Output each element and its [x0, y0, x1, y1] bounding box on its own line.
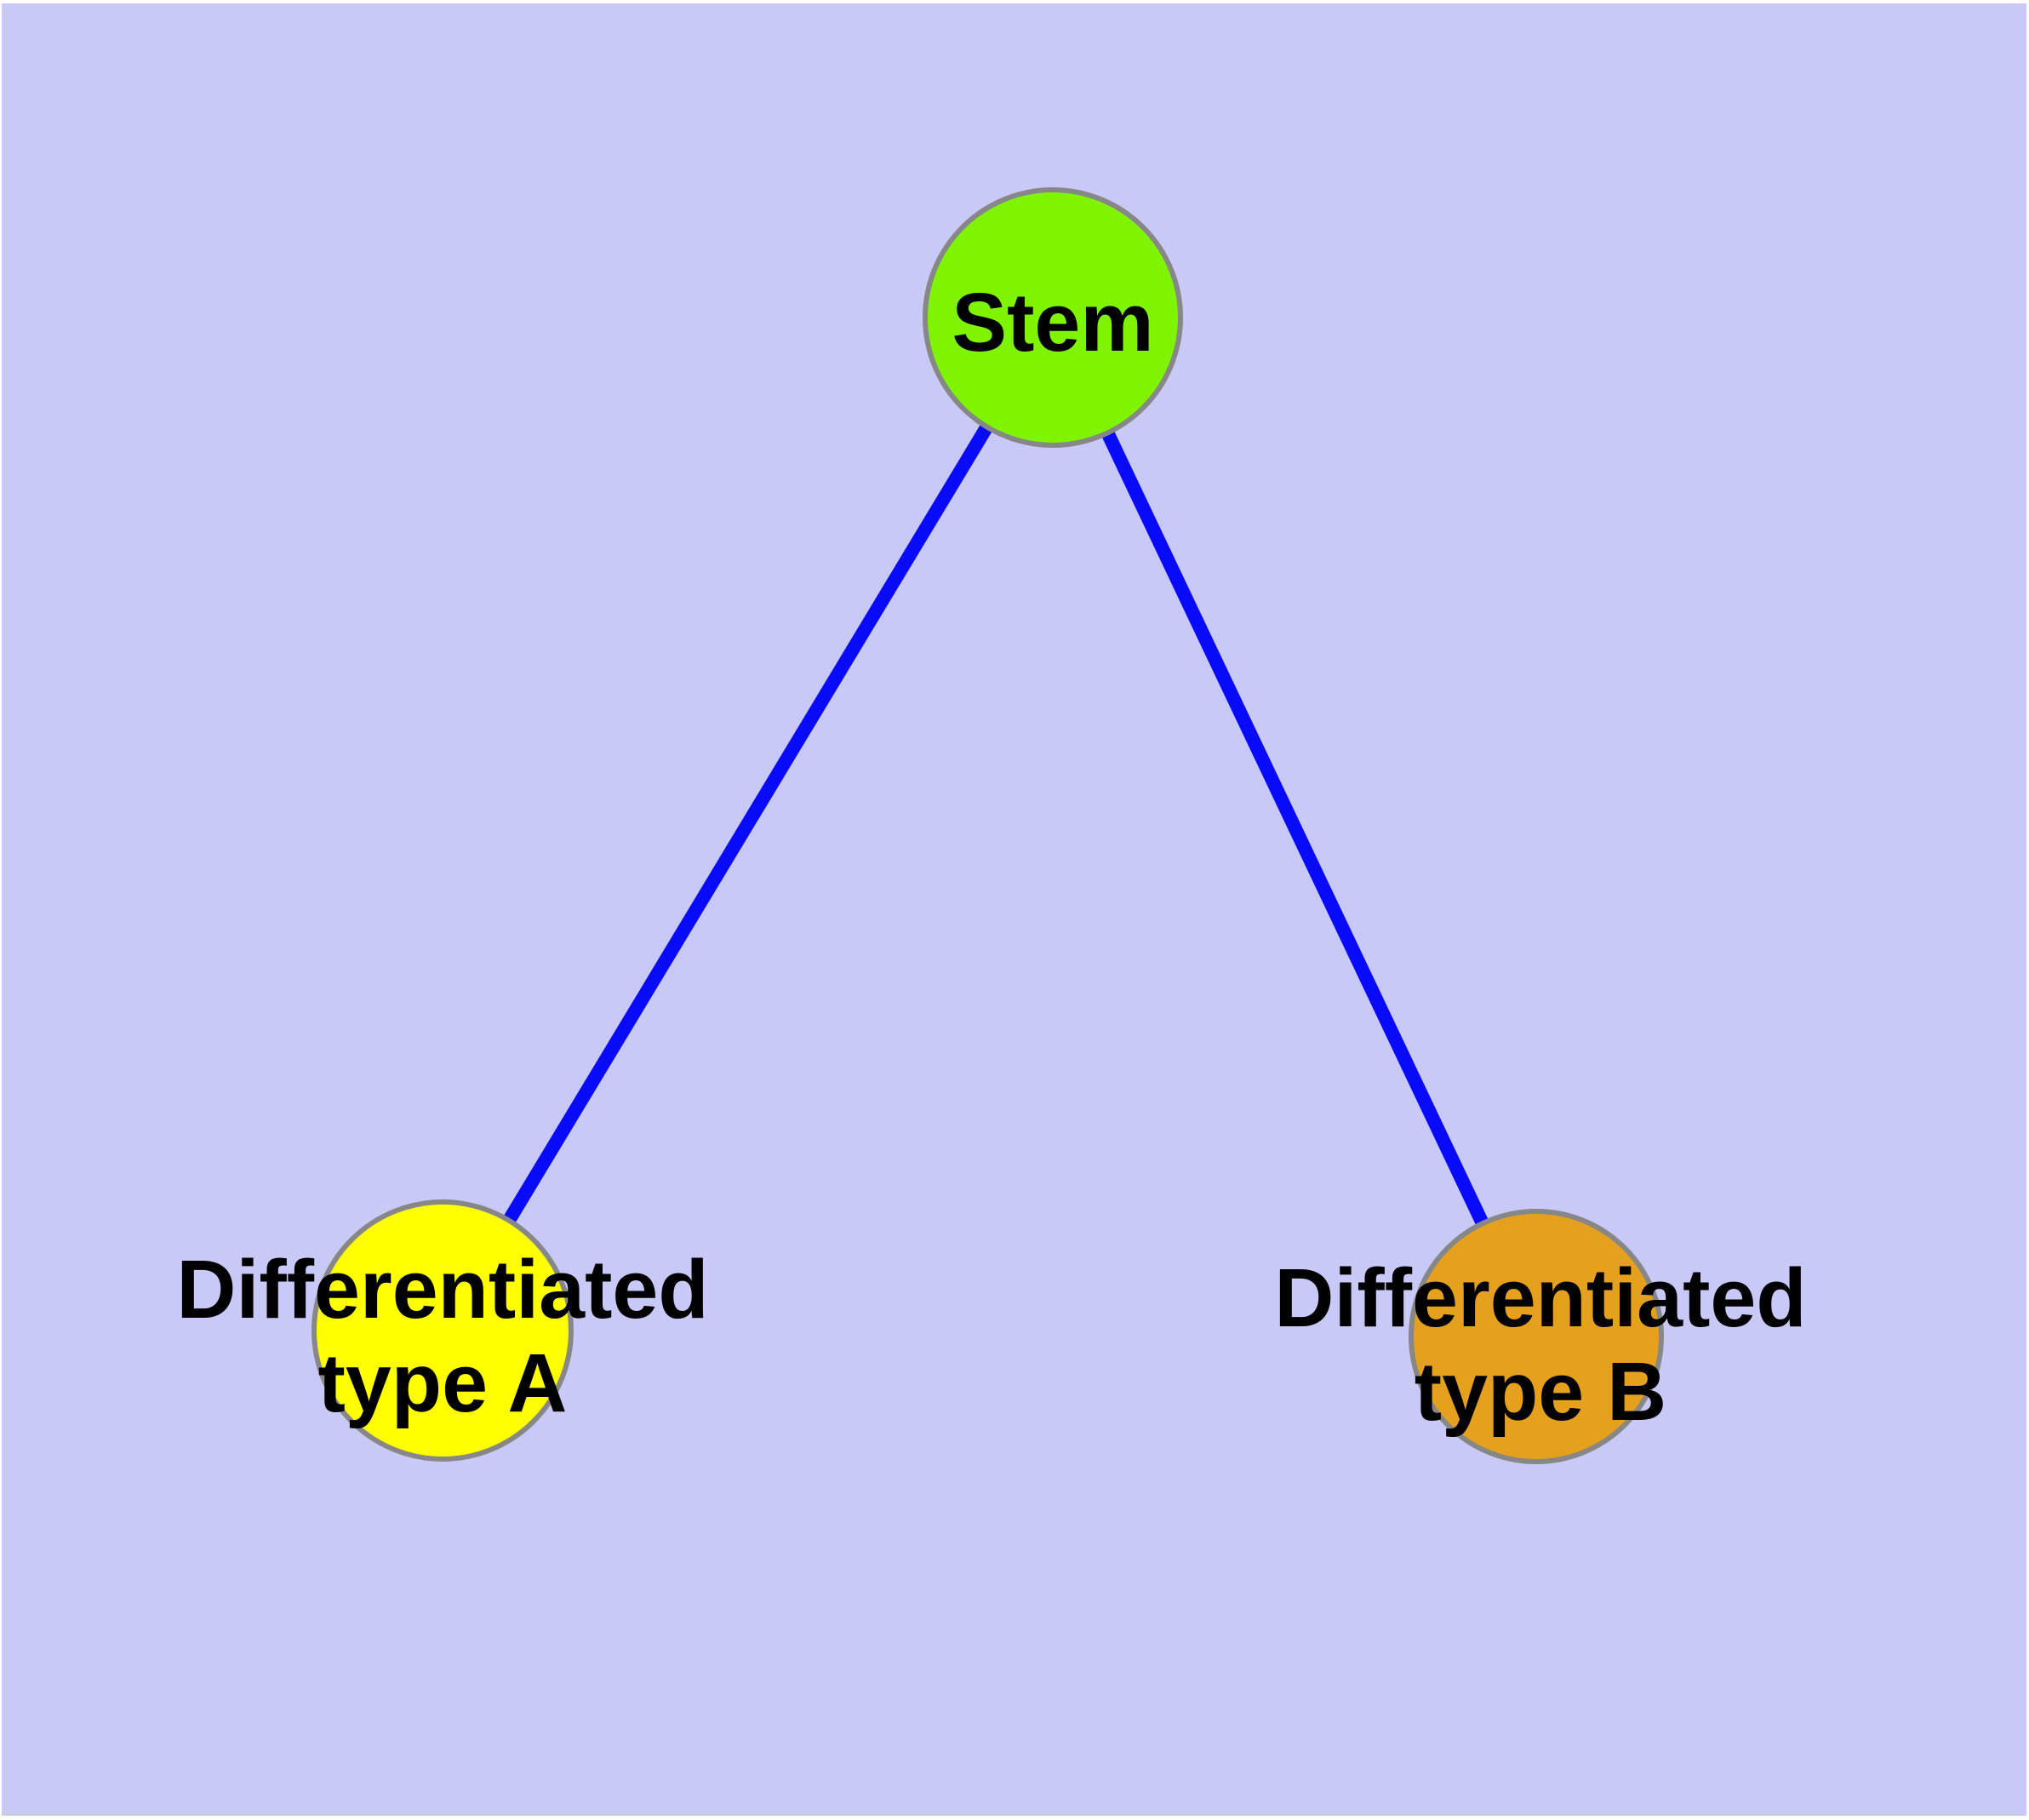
differentiated-type-a-label-line1: Differentiated — [176, 1243, 708, 1336]
stem-node — [923, 187, 1183, 448]
differentiated-type-b-node — [1409, 1209, 1664, 1464]
differentiated-type-b-label-line1: Differentiated — [1274, 1251, 1806, 1344]
stem-node-label: Stem — [952, 276, 1153, 369]
differentiated-type-b-label-line2: type B — [1415, 1345, 1666, 1438]
edge-stem-to-type-a — [437, 313, 1059, 1335]
differentiated-type-a-node — [311, 1199, 574, 1462]
edge-stem-to-type-b — [1046, 314, 1543, 1340]
differentiated-type-a-label-line2: type A — [318, 1336, 568, 1429]
